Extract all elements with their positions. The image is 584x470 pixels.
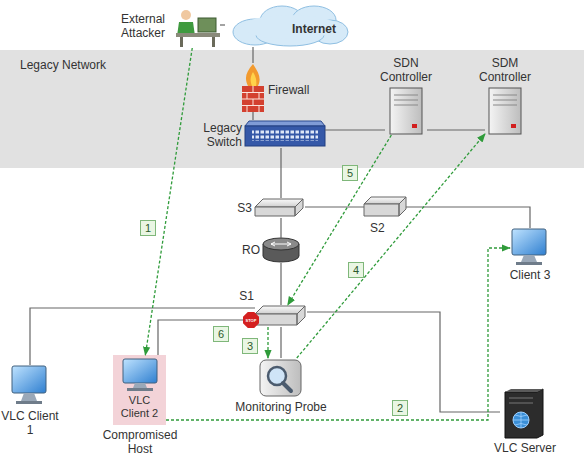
switch-node: S2 <box>364 196 406 218</box>
network-link <box>325 129 385 130</box>
device-label: S1 <box>230 289 254 303</box>
network-link <box>252 47 253 63</box>
server-node: VLC Server <box>500 390 545 438</box>
legacy-network-region: FirewallSDN ControllerSDM ControllerLega… <box>0 50 584 168</box>
switch-node: S3 <box>255 198 305 218</box>
stop-sign: STOP <box>243 312 259 328</box>
router-icon <box>263 238 299 262</box>
legacy-band <box>0 50 584 168</box>
switch-icon <box>255 199 303 216</box>
vlc-server-icon <box>505 389 543 438</box>
firewall-icon <box>242 64 264 112</box>
network-link <box>305 206 364 207</box>
device-label: Legacy Network <box>20 58 150 72</box>
legacy-switch-node: Legacy Switch <box>245 120 325 148</box>
device-label: External Attacker <box>112 12 174 40</box>
compromised-highlight <box>113 355 166 425</box>
attack-flow-arrow <box>297 134 485 358</box>
internet-cloud <box>233 6 348 46</box>
callout-number: 2 <box>392 400 408 416</box>
client-node: Client 3 <box>510 228 550 266</box>
network-link <box>307 312 500 412</box>
legacy-switch-icon <box>245 121 325 146</box>
router-node: RO <box>262 238 300 263</box>
network-link <box>252 112 253 120</box>
network-link <box>280 148 281 198</box>
attack-flow-arrow <box>145 48 192 355</box>
client-node: VLC Client 1 <box>10 365 50 407</box>
sdn-controller-icon <box>390 88 422 134</box>
switch-icon <box>255 306 305 325</box>
client-monitor-icon <box>12 366 46 404</box>
attacker-icon <box>176 10 220 47</box>
device-label: SDN Controller <box>370 56 442 84</box>
device-label: Compromised Host <box>96 428 184 456</box>
callout-number: 3 <box>242 338 258 354</box>
network-link <box>220 24 225 25</box>
attacker-node: External Attacker <box>175 8 220 48</box>
device-label: Monitoring Probe <box>226 400 336 414</box>
probe-node: Monitoring Probe <box>258 358 303 398</box>
network-link <box>280 263 281 305</box>
callout-number: 5 <box>342 165 358 181</box>
switch-icon <box>364 197 406 216</box>
callout-number: 1 <box>140 220 156 236</box>
device-label: S3 <box>230 201 252 215</box>
internet-cloud: Internet <box>225 5 350 47</box>
switch-node: S1 <box>255 305 307 327</box>
monitoring-probe-icon <box>260 360 301 396</box>
device-label: VLC Client 1 <box>0 409 60 437</box>
network-link <box>280 327 281 358</box>
firewall-node: Firewall <box>240 63 266 112</box>
callout-number: 6 <box>213 326 229 342</box>
device-label: Internet <box>282 22 346 36</box>
device-label: Client 3 <box>500 268 560 282</box>
client-monitor-icon <box>123 359 157 391</box>
device-label: VLC Client 2 <box>116 394 163 420</box>
sdm-controller-icon <box>489 88 521 134</box>
device-label: RO <box>236 243 260 257</box>
attack-flow-arrow <box>288 135 392 305</box>
device-label: Legacy Switch <box>190 121 242 149</box>
attack-flow-arrow <box>267 327 268 358</box>
controller-node: SDN Controller <box>385 88 427 135</box>
network-link <box>280 218 281 238</box>
network-link <box>158 320 255 355</box>
client-monitor-icon <box>512 229 546 265</box>
attack-flow-arrow <box>166 248 510 420</box>
controller-node: SDM Controller <box>485 88 525 135</box>
device-label: S2 <box>370 221 394 235</box>
device-label: Firewall <box>268 83 328 97</box>
network-link <box>427 129 485 130</box>
network-link <box>30 308 255 365</box>
network-link <box>406 207 530 228</box>
callout-number: 4 <box>348 262 364 278</box>
device-label: VLC Server <box>485 441 565 455</box>
device-label: SDM Controller <box>469 56 541 84</box>
compromised-host-node: VLC Client 2Compromised Host <box>113 355 166 425</box>
